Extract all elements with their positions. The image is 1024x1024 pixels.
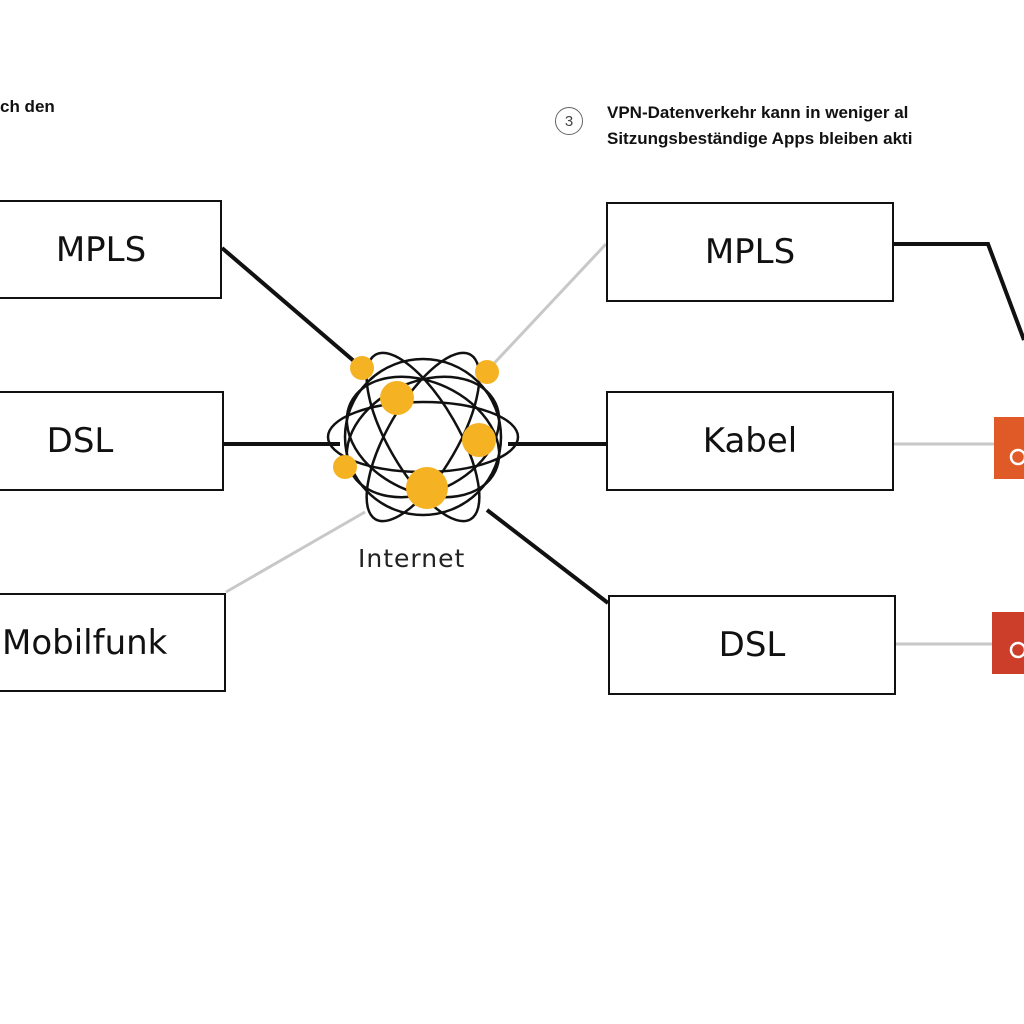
link-line-left-mpls	[220, 246, 364, 370]
left-box-dsl: DSL	[0, 391, 224, 491]
left-box-mpls: MPLS	[0, 200, 222, 299]
right-box-kabel: Kabel	[606, 391, 894, 491]
router-icon	[994, 417, 1024, 479]
step-number-badge: 3	[555, 107, 583, 135]
box-label: DSL	[46, 421, 114, 461]
router-glyph-icon	[1009, 641, 1024, 659]
globe-node	[380, 381, 414, 415]
globe-node	[406, 467, 448, 509]
internet-globe-icon	[326, 351, 520, 523]
box-label: Kabel	[702, 421, 798, 461]
router-icon	[992, 612, 1024, 674]
internet-nodes	[333, 356, 499, 509]
box-label: DSL	[718, 625, 786, 665]
box-label: MPLS	[55, 229, 147, 270]
caption-left: ch den	[0, 97, 55, 116]
link-line-right-dsl	[485, 508, 610, 605]
caption-right-line2: Sitzungsbeständige Apps bleiben akti	[607, 129, 913, 148]
box-label: Mobilfunk	[2, 622, 168, 663]
caption-right-line1: VPN-Datenverkehr kann in weniger al	[607, 103, 909, 122]
router-glyph-icon	[1009, 448, 1024, 466]
globe-node	[475, 360, 499, 384]
left-box-mobilfunk: Mobilfunk	[0, 593, 226, 692]
globe-node	[462, 423, 496, 457]
right-box-mpls: MPLS	[606, 202, 894, 302]
box-label: MPLS	[704, 232, 796, 272]
link-line-left-mobilfunk	[225, 510, 366, 594]
right-box-dsl: DSL	[608, 595, 896, 695]
link-line-right-mpls	[484, 242, 608, 374]
link-line-mpls-uplink	[894, 242, 1024, 341]
globe-node	[333, 455, 357, 479]
internet-label: Internet	[358, 544, 466, 573]
globe-node	[350, 356, 374, 380]
caption-right: VPN-Datenverkehr kann in weniger al Sitz…	[607, 100, 912, 152]
